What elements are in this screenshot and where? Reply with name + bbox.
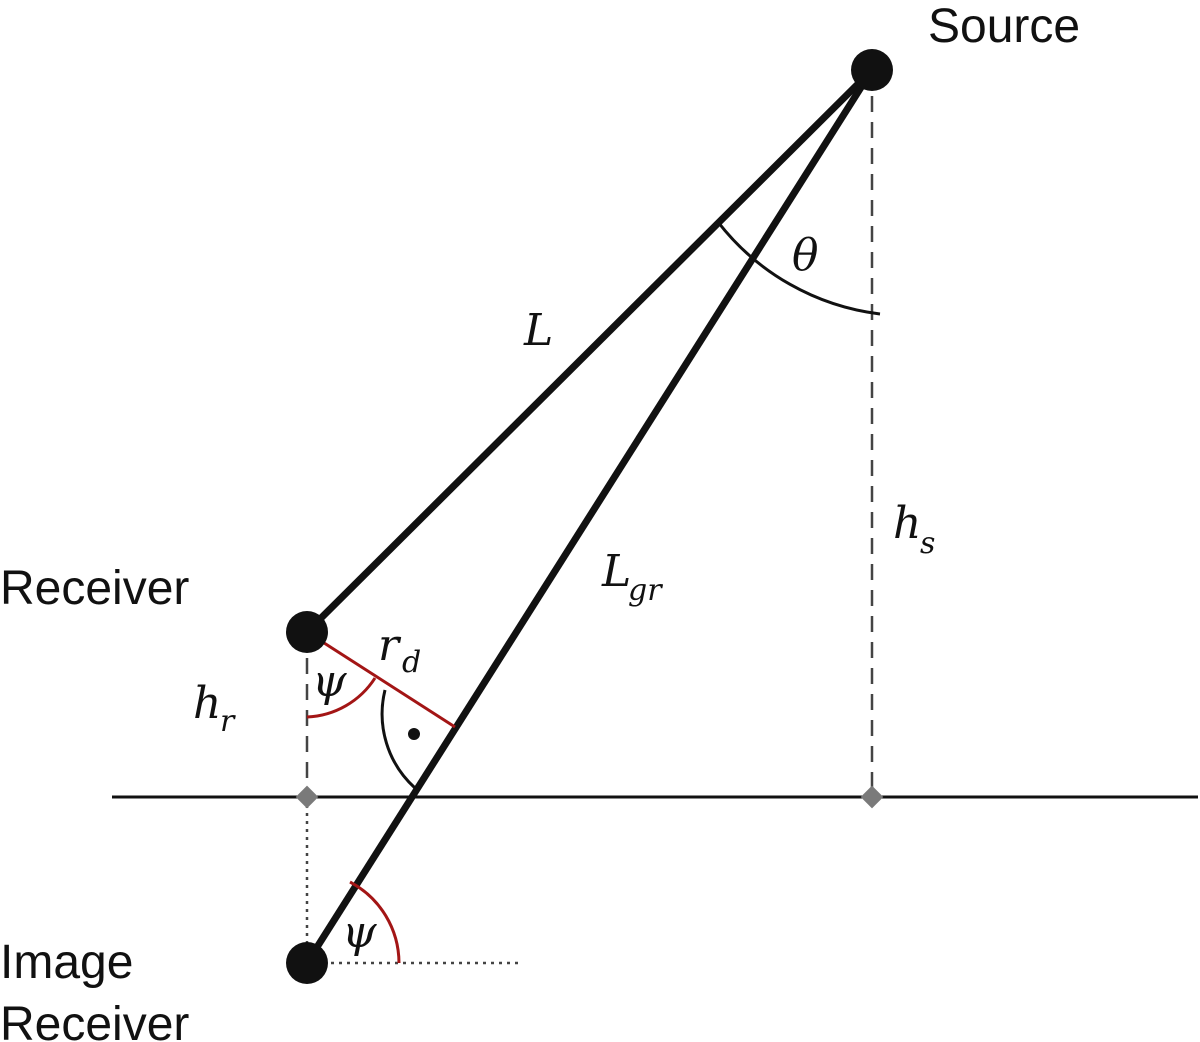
image-receiver-label-line2: Receiver [0, 998, 189, 1042]
psi-lower-label: ψ [342, 907, 377, 958]
receiver-point [286, 611, 328, 653]
reflected-path-line [304, 68, 875, 965]
Lgr-label-sub: gr [628, 573, 663, 608]
right-angle-dot [408, 728, 420, 740]
rd-label-sub: d [402, 645, 421, 680]
direct-path-line [304, 67, 875, 635]
theta-label: θ [792, 230, 819, 281]
Lgr-label-main: L [601, 546, 631, 597]
hr-label-sub: r [220, 704, 236, 739]
rd-label-main: r [378, 620, 402, 671]
psi-upper-angle-arc [306, 677, 377, 719]
source-ground-marker [860, 785, 884, 809]
right-angle-arc [380, 689, 417, 790]
source-point [851, 49, 893, 91]
psi-upper-label: ψ [312, 656, 347, 707]
psi-lower-angle-arc [349, 880, 401, 964]
receiver-label: Receiver [0, 562, 189, 615]
rd-perpendicular-line [306, 630, 456, 729]
L-label: L [523, 305, 553, 356]
hs-label-sub: s [920, 526, 935, 561]
receiver-ground-marker [295, 785, 319, 809]
hr-label-main: h [193, 678, 221, 729]
theta-angle-arc [716, 221, 881, 316]
hs-label-main: h [893, 498, 921, 549]
image-receiver-label-line1: Image [0, 936, 133, 989]
source-label: Source [928, 0, 1080, 53]
image-receiver-point [286, 942, 328, 984]
